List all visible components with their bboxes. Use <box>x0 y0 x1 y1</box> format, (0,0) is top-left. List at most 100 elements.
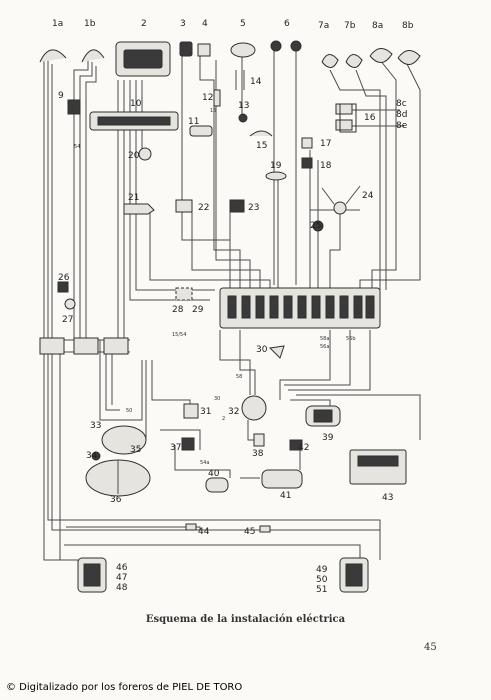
label-11: 11 <box>188 117 199 127</box>
label-48: 48 <box>116 583 128 593</box>
lamp-8a <box>369 48 393 63</box>
label-32: 32 <box>228 407 239 417</box>
label-16: 16 <box>364 113 376 123</box>
wire-label-56b: 56b <box>346 336 356 342</box>
label-44: 44 <box>198 527 210 537</box>
label-31: 31 <box>200 407 211 417</box>
connector-block-left <box>39 337 65 355</box>
label-38: 38 <box>252 449 264 459</box>
label-1a: 1a <box>52 19 63 29</box>
label-20: 20 <box>128 151 140 161</box>
label-30: 30 <box>256 345 268 355</box>
fuse-12 <box>213 89 221 107</box>
label-12: 12 <box>202 93 213 103</box>
label-27: 27 <box>62 315 73 325</box>
label-40: 40 <box>208 469 220 479</box>
fuse-box-29 <box>219 287 381 329</box>
label-46: 46 <box>116 563 128 573</box>
component-19 <box>265 171 287 181</box>
wire-label-30: 30 <box>214 396 220 402</box>
label-17: 17 <box>320 139 331 149</box>
wire-label-58a: 58a <box>320 336 329 342</box>
rear-light-left <box>77 557 107 593</box>
instrument-panel-10 <box>89 111 179 131</box>
label-26: 26 <box>58 273 70 283</box>
label-1b: 1b <box>84 19 96 29</box>
component-20 <box>138 147 152 161</box>
component-24 <box>321 185 361 215</box>
label-36: 36 <box>110 495 122 505</box>
headlamp-1a <box>39 49 67 63</box>
component-labels: 1a 1b 2 3 4 5 6 7a 7b 8a 8b 8c 8d 8e 9 1… <box>52 19 414 595</box>
headlamp-1b <box>81 49 105 63</box>
component-13 <box>238 113 248 123</box>
component-18 <box>301 157 313 169</box>
component-42 <box>289 439 303 451</box>
label-9: 9 <box>58 91 64 101</box>
label-35: 35 <box>130 445 141 455</box>
component-45 <box>259 525 271 533</box>
component-22 <box>175 199 193 213</box>
label-8a: 8a <box>372 21 383 31</box>
starter-39 <box>305 405 341 427</box>
component-14 <box>235 70 245 90</box>
label-50: 50 <box>316 575 328 585</box>
component-15 <box>249 130 273 137</box>
label-25: 25 <box>310 221 321 231</box>
label-3: 3 <box>180 19 186 29</box>
label-49: 49 <box>316 565 328 575</box>
label-51: 51 <box>316 585 327 595</box>
diagram-caption: Esquema de la instalación eléctrica <box>145 614 346 625</box>
label-8b: 8b <box>402 21 414 31</box>
label-43: 43 <box>382 493 393 503</box>
component-27 <box>64 298 76 310</box>
label-10: 10 <box>130 99 142 109</box>
rear-light-right <box>339 557 369 593</box>
component-4 <box>197 43 211 57</box>
component-26 <box>57 281 69 293</box>
component-37 <box>181 437 195 451</box>
component-23 <box>229 199 245 213</box>
wire-label-15: 15 <box>210 108 216 114</box>
wire-label-2: 2 <box>222 416 225 422</box>
component-8d <box>335 119 353 131</box>
component-30 <box>268 345 285 359</box>
label-22: 22 <box>198 203 209 213</box>
steering-assembly-33 <box>85 425 151 497</box>
label-19: 19 <box>270 161 282 171</box>
wire-label-54a: 54a <box>200 460 209 466</box>
label-34: 34 <box>86 451 98 461</box>
lamp-7a <box>321 54 339 68</box>
connector-block-mid <box>73 337 99 355</box>
label-29: 29 <box>192 305 204 315</box>
label-8d: 8d <box>396 110 407 120</box>
footer-credit: © Digitalizado por los foreros de PIEL D… <box>6 682 243 693</box>
component-6a <box>270 40 282 52</box>
wire-label-58: 58 <box>236 374 242 380</box>
component-31 <box>183 403 199 419</box>
label-8c: 8c <box>396 99 407 109</box>
component-25 <box>312 220 324 232</box>
component-11 <box>189 125 213 137</box>
label-6: 6 <box>284 19 290 29</box>
label-45: 45 <box>244 527 255 537</box>
label-18: 18 <box>320 161 332 171</box>
label-5: 5 <box>240 19 246 29</box>
component-6b <box>290 40 302 52</box>
label-37: 37 <box>170 443 181 453</box>
label-21: 21 <box>128 193 139 203</box>
component-5 <box>230 42 256 58</box>
connector-block-right <box>103 337 129 355</box>
component-21 <box>123 203 155 215</box>
label-23: 23 <box>248 203 259 213</box>
label-13: 13 <box>238 101 249 111</box>
component-9 <box>67 99 81 115</box>
component-41 <box>261 469 303 489</box>
label-41: 41 <box>280 491 291 501</box>
component-3 <box>179 41 193 57</box>
label-7a: 7a <box>318 21 329 31</box>
component-17 <box>301 137 313 149</box>
battery-43 <box>349 449 407 485</box>
label-47: 47 <box>116 573 127 583</box>
